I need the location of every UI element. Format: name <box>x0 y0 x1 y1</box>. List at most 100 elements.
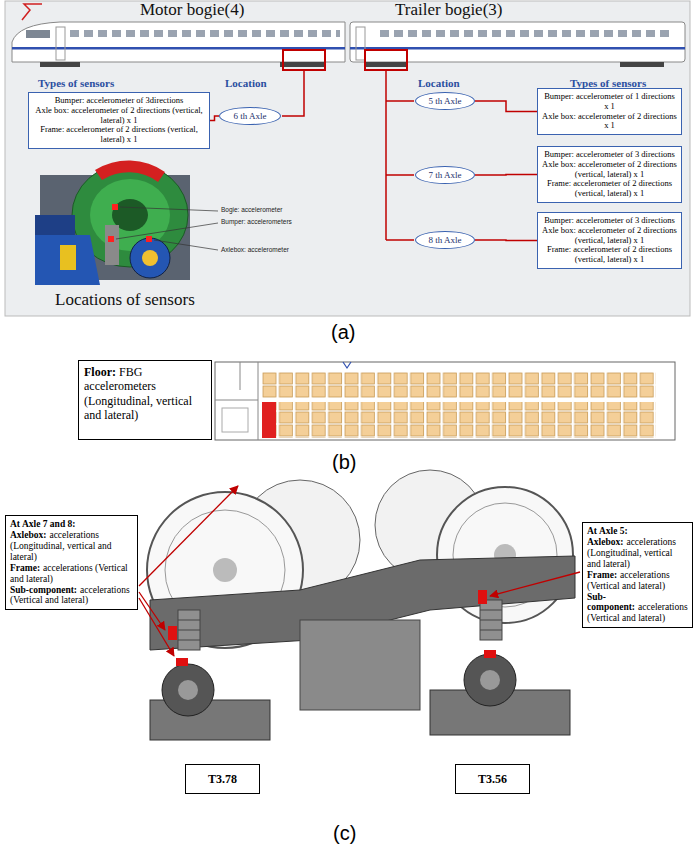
bogie-illustration <box>105 225 119 265</box>
axle-ellipse: 5 th Axle <box>415 92 475 110</box>
location-line <box>282 70 304 116</box>
floor-plan <box>222 408 248 432</box>
text-line: Bumper: accelerometer of 1 directions x … <box>542 92 677 112</box>
text-line: Axle box: accelerometer of 2 directions … <box>542 226 677 246</box>
train-drawing <box>365 50 407 70</box>
bogie-title: Trailer bogie(3) <box>395 1 503 20</box>
text-line: Sub-component:accelerations (Vertical an… <box>10 585 133 607</box>
sensor-box: Bumper: accelerometer of 3directionsAxle… <box>28 92 210 149</box>
floor-plan <box>258 362 259 440</box>
text-line: Bumper: accelerometer of 3 directions <box>542 216 677 226</box>
sensor-box: At Axle 5:Axlebox:accelerations (Longitu… <box>582 522 693 628</box>
leader-arrow <box>139 598 174 656</box>
bogie-title: Motor bogie(4) <box>140 1 244 20</box>
train-drawing <box>350 22 685 62</box>
location-line <box>386 100 414 102</box>
text-line: Sub-component:accelerations (Vertical an… <box>587 592 688 625</box>
axle-ellipse: 7 th Axle <box>415 166 475 184</box>
sensor-box: Bumper: accelerometer of 3 directionsAxl… <box>537 212 682 269</box>
train-drawing <box>40 62 80 67</box>
box-text: 6 th Axle <box>234 111 267 121</box>
text-line: At Axle 7 and 8: <box>10 519 133 530</box>
floor-plan <box>215 400 258 401</box>
box-text: Frame: accelerometer of 2 directions (ve… <box>40 124 198 144</box>
box-text: 7 th Axle <box>429 170 462 180</box>
box-text: Bumper: accelerometer of 3 directions <box>544 149 675 159</box>
sensor-box: Bumper: accelerometer of 1 directions x … <box>537 88 682 135</box>
bogie-illustration <box>35 215 75 235</box>
column-heading: Location <box>418 77 460 89</box>
bogie-drawing <box>178 610 200 650</box>
bogie-drawing <box>478 590 487 604</box>
bogie-illustration <box>95 160 165 182</box>
bogie-drawing <box>480 610 502 611</box>
bogie-drawing <box>213 558 237 582</box>
train-drawing <box>283 50 325 70</box>
train-drawing <box>356 27 365 60</box>
panel-background <box>5 1 690 316</box>
panel-background <box>5 1 690 316</box>
box-text: Frame: accelerometer of 2 directions (ve… <box>547 244 672 264</box>
text-line: Axlebox:accelerations (Longitudinal, ver… <box>10 530 133 563</box>
location-line <box>386 239 414 241</box>
location-line <box>282 70 414 240</box>
floor-plan <box>262 402 276 438</box>
bogie-illustration <box>60 245 76 270</box>
bogie-drawing <box>480 620 502 621</box>
connector-line <box>475 174 537 176</box>
floor-plan <box>215 362 675 440</box>
column-heading: Types of sensors <box>570 77 646 89</box>
bogie-drawing <box>168 626 177 640</box>
leader-arrow <box>139 592 165 630</box>
bogie-drawing <box>176 658 188 666</box>
sensor-box: Bumper: accelerometer of 3 directionsAxl… <box>537 146 682 203</box>
train-drawing <box>380 30 670 38</box>
box-heading: Frame: <box>587 570 617 580</box>
connector-line <box>475 101 537 112</box>
bogie-drawing <box>178 620 200 621</box>
floor-plan <box>262 372 656 398</box>
leader-arrow <box>139 486 238 586</box>
panel-letter: (a) <box>331 321 355 343</box>
box-text: Bumper: accelerometer of 3directions <box>55 95 184 105</box>
text-line: Frame:accelerations (Vertical and latera… <box>587 570 688 592</box>
sensor-box: Floor:FBG accelerometers (Longitudinal, … <box>78 360 212 440</box>
text-line: Bumper: accelerometer of 3directions <box>33 96 205 106</box>
box-text: Frame: accelerometer of 2 directions (ve… <box>547 178 672 198</box>
box-heading: Frame: <box>10 563 40 573</box>
bogie-drawing <box>178 630 200 631</box>
bogie-illustration <box>116 223 218 239</box>
text-line: Frame:accelerations (Vertical and latera… <box>10 563 133 585</box>
box-heading: Floor: <box>84 365 116 379</box>
bogie-illustration <box>108 236 114 242</box>
bogie-drawing <box>464 654 516 706</box>
floor-plan <box>240 362 241 390</box>
floor-plan <box>215 362 675 440</box>
train-drawing <box>620 62 664 67</box>
bogie-tag: T3.78 <box>185 764 260 794</box>
box-heading: Axlebox: <box>10 530 46 540</box>
box-text: Bumper: accelerometer of 1 directions x … <box>544 91 675 111</box>
connector-line <box>475 239 537 241</box>
location-line <box>385 70 387 240</box>
bogie-drawing <box>162 664 214 716</box>
bogie-illustration <box>112 204 118 210</box>
bogie-illustration <box>154 240 218 250</box>
train-drawing <box>56 27 65 60</box>
bogie-drawing <box>147 470 575 740</box>
bogie-drawing <box>480 600 502 640</box>
box-heading: At Axle 7 and 8: <box>10 519 75 529</box>
text-line: Bumper: accelerometer of 3 directions <box>542 150 677 160</box>
text-line: Axlebox:accelerations (Longitudinal, ver… <box>587 537 688 570</box>
box-text: Bumper: accelerometer of 3 directions <box>544 215 675 225</box>
box-heading: Axlebox: <box>587 537 623 547</box>
bogie-illustration <box>35 160 218 285</box>
box-text: Axle box: accelerometer of 2 directions … <box>542 159 677 179</box>
box-text: T3.78 <box>208 772 237 787</box>
bogie-drawing <box>480 670 500 690</box>
part-label: Bumper: accelerometers <box>221 218 292 225</box>
text-line: At Axle 5: <box>587 526 688 537</box>
train-drawing <box>70 30 340 38</box>
box-text: T3.56 <box>478 772 507 787</box>
bogie-illustration <box>35 235 100 285</box>
